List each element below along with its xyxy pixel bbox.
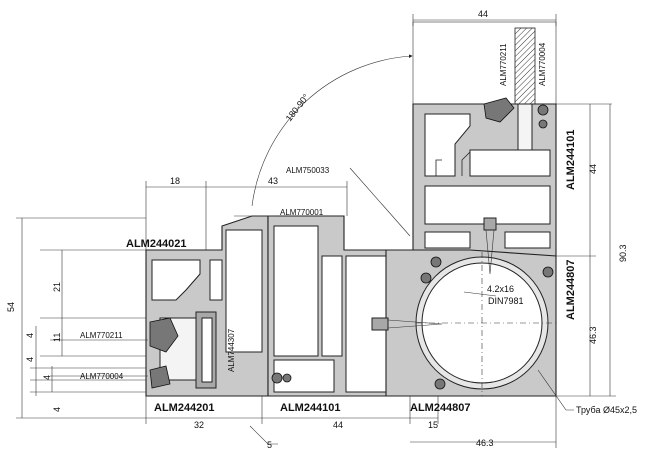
dim-11: 11 xyxy=(52,333,62,342)
label-alm770004-top: ALM770004 xyxy=(538,42,547,86)
dim-43: 43 xyxy=(268,176,278,186)
dim-5: 5 xyxy=(267,440,272,450)
dim-4-d: 4 xyxy=(52,407,62,412)
dim-4-a: 4 xyxy=(25,333,35,338)
label-alm744307: ALM744307 xyxy=(227,328,236,372)
dim-right-44: 44 xyxy=(588,164,598,174)
label-alm750033: ALM750033 xyxy=(286,166,330,175)
screw-standard-label: DIN7981 xyxy=(488,296,524,306)
dim-top-44: 44 xyxy=(478,9,488,19)
screw-size-label: 4.2x16 xyxy=(487,284,514,294)
dim-15: 15 xyxy=(428,420,438,430)
dim-32: 32 xyxy=(194,420,204,430)
label-alm770001: ALM770001 xyxy=(280,208,324,217)
label-alm244021: ALM244021 xyxy=(126,238,187,250)
left-profile xyxy=(145,215,343,397)
dim-46-3-horizontal: 46.3 xyxy=(476,438,494,448)
dim-21: 21 xyxy=(52,282,62,292)
dim-4-c: 4 xyxy=(42,375,52,380)
label-alm770004-left: ALM770004 xyxy=(80,372,124,381)
tube-label: Труба Ø45x2,5 xyxy=(576,405,637,415)
label-alm770211-top: ALM770211 xyxy=(499,43,508,86)
dimension-lines xyxy=(16,14,616,448)
connector-profile xyxy=(371,217,557,397)
label-alm244807-right: ALM244807 xyxy=(565,259,577,320)
dim-46-3-vertical: 46.3 xyxy=(588,326,598,344)
label-alm244201: ALM244201 xyxy=(154,402,215,414)
dim-4-b: 4 xyxy=(25,357,35,362)
label-alm244101-bottom: ALM244101 xyxy=(280,402,341,414)
dim-bottom-44: 44 xyxy=(333,420,343,430)
top-vertical-profile xyxy=(412,21,557,257)
label-alm244807-bottom: ALM244807 xyxy=(410,402,471,414)
angle-label: 180-90° xyxy=(284,92,312,123)
middle-profile xyxy=(267,215,411,397)
dim-18: 18 xyxy=(170,176,180,186)
dim-54: 54 xyxy=(6,302,16,312)
label-alm244101-right: ALM244101 xyxy=(565,129,577,190)
dim-90-3: 90.3 xyxy=(618,244,628,262)
label-alm770211-left: ALM770211 xyxy=(80,331,123,340)
